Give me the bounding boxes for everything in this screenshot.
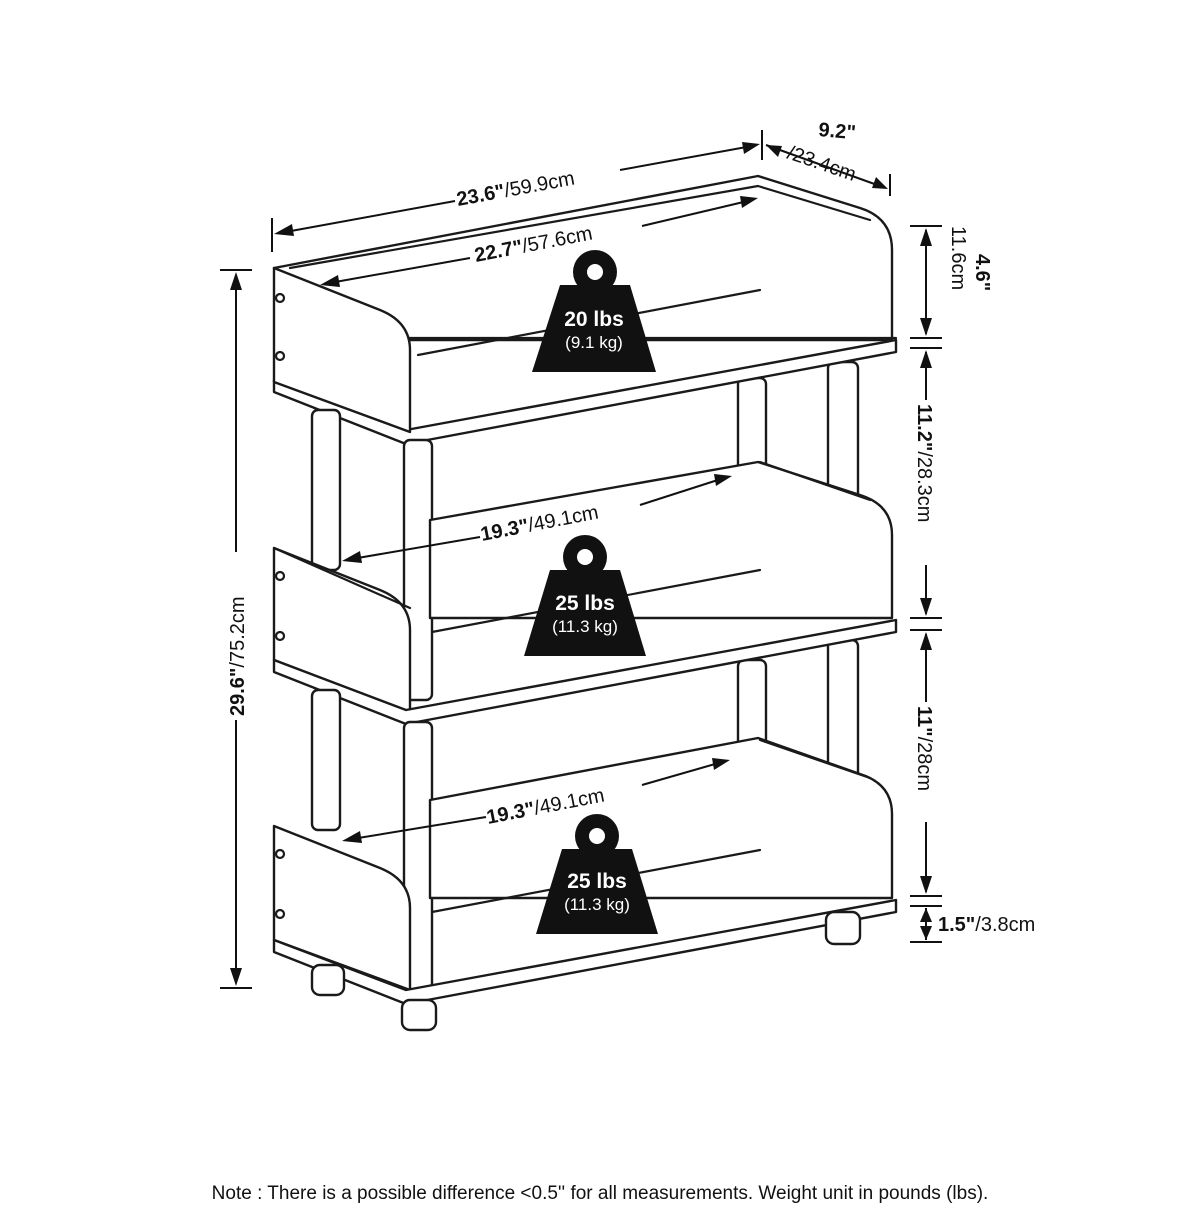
overall-height-label: 29.6"/75.2cm (227, 596, 249, 716)
measurement-note: Note : There is a possible difference <0… (211, 1183, 989, 1204)
feet (310, 910, 862, 1032)
lower-shelf-gap-label: 11"/28cm (913, 706, 935, 791)
middle-shelf (272, 460, 898, 726)
depth-metric-label: /23.4cm (784, 142, 858, 186)
dim-overall-height: 29.6"/75.2cm (220, 269, 252, 989)
top-rail-imperial-label: 4.6" (971, 254, 993, 291)
weight-tag-middle: 25 lbs (11.3 kg) (524, 535, 646, 656)
overall-width-label: 23.6"/59.9cm (455, 167, 577, 210)
dim-top-rail-height: 11.6cm 4.6" (910, 225, 993, 339)
dim-upper-shelf-gap: 11.2"/28.3cm (910, 347, 942, 619)
dim-foot-height: 1.5"/3.8cm (910, 905, 1035, 943)
weight-top-kg: (9.1 kg) (565, 333, 623, 352)
upper-shelf-gap-label: 11.2"/28.3cm (913, 404, 935, 522)
foot-height-label: 1.5"/3.8cm (938, 914, 1035, 936)
dim-lower-shelf-gap: 11"/28cm (910, 629, 942, 897)
weight-bottom-kg: (11.3 kg) (564, 895, 630, 914)
weight-tag-bottom: 25 lbs (11.3 kg) (536, 814, 658, 934)
weight-tag-top: 20 lbs (9.1 kg) (532, 250, 656, 372)
depth-imperial-label: 9.2" (818, 119, 857, 144)
weight-bottom-lbs: 25 lbs (567, 870, 627, 893)
bottom-shelf (272, 736, 898, 1006)
weight-middle-lbs: 25 lbs (555, 592, 615, 615)
top-rail-metric-label: 11.6cm (947, 226, 969, 290)
weight-top-lbs: 20 lbs (564, 308, 624, 331)
weight-middle-kg: (11.3 kg) (552, 617, 618, 636)
